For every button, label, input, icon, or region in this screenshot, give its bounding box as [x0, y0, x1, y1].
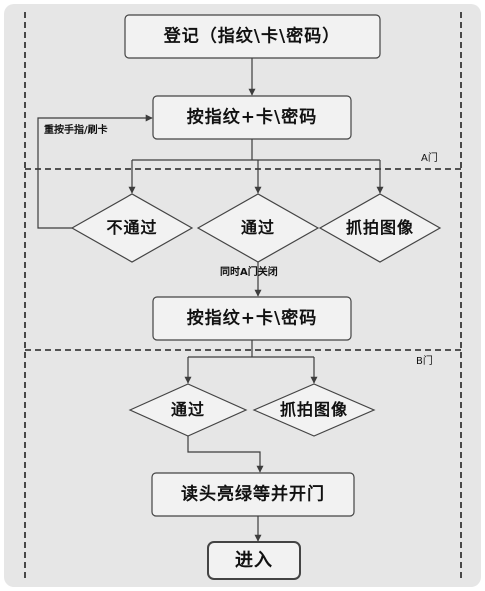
enter-box	[207, 541, 301, 580]
open-door-label: 读头亮绿等并开门	[181, 484, 325, 505]
capture-b-label: 抓拍图像	[279, 400, 349, 419]
capture-a-label: 抓拍图像	[345, 218, 415, 237]
input-b-label: 按指纹+卡\密码	[186, 308, 318, 329]
connectors	[37, 58, 384, 542]
fail-diamond	[70, 193, 194, 263]
pass-b-label: 通过	[170, 400, 206, 419]
dashed-guides	[24, 12, 462, 582]
background-panel	[4, 4, 481, 587]
capture-b-diamond	[252, 383, 376, 437]
open-door-box	[151, 472, 355, 517]
register-label: 登记（指纹\卡\密码）	[163, 26, 341, 47]
door-b-label: B门	[416, 356, 433, 367]
input-a-label: 按指纹+卡\密码	[186, 107, 318, 128]
pass-a-label: 通过	[240, 218, 276, 237]
enter-label: 进入	[235, 550, 273, 571]
pass-a-diamond	[196, 193, 320, 263]
close-note: 同时A门关闭	[220, 267, 278, 278]
pass-b-diamond	[128, 383, 248, 437]
fail-label: 不通过	[106, 218, 158, 237]
capture-a-diamond	[318, 193, 442, 263]
door-a-label: A门	[421, 153, 438, 164]
retry-note: 重按手指/刷卡	[44, 125, 108, 136]
